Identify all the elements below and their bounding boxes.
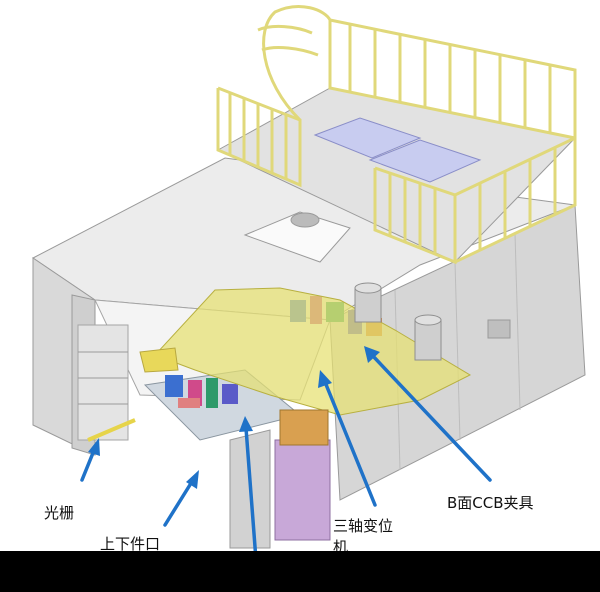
callout-arrows <box>80 346 492 562</box>
label-fixture: B面CCB夹具 <box>447 494 534 512</box>
label-grating: 光栅 <box>44 504 75 522</box>
top-platform <box>216 5 577 265</box>
machinery <box>139 282 472 541</box>
arrow-loading-port <box>163 470 199 527</box>
roof-hopper <box>243 211 351 263</box>
arrow-grating <box>80 438 100 482</box>
bottom-black-bar <box>0 551 600 592</box>
light-curtain <box>87 418 136 442</box>
arrow-fixture <box>364 346 492 482</box>
arrow-positioner <box>318 370 377 507</box>
positioner-frame <box>154 287 472 416</box>
label-positioner-line1: 三轴变位 <box>333 517 394 535</box>
label-loading-port: 上下件口 <box>100 535 161 553</box>
railing <box>216 5 577 265</box>
arrow-bottom <box>239 416 258 562</box>
purple-cabinet <box>274 439 331 541</box>
